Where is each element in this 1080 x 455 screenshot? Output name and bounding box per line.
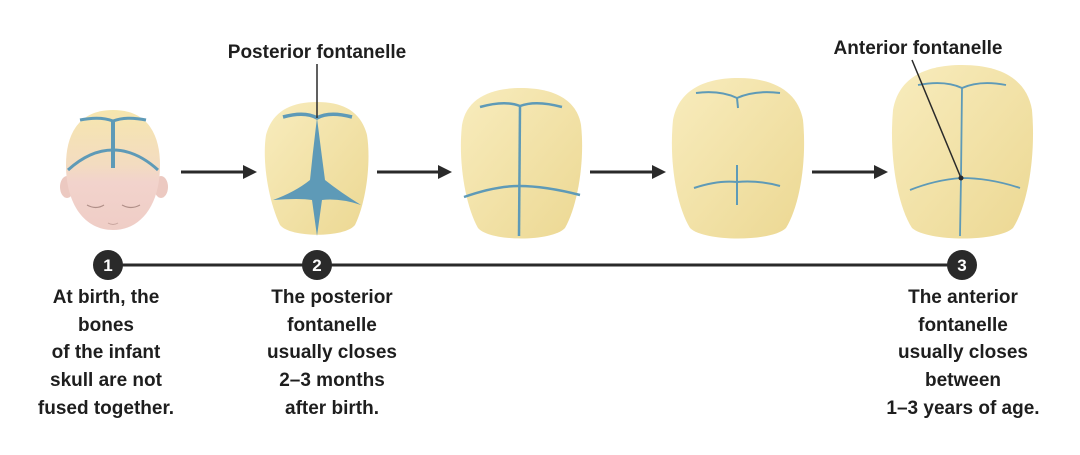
- step-2-caption: The posterior fontanelle usually closes …: [267, 287, 397, 419]
- skull-stage-4: [671, 78, 805, 239]
- svg-text:2–3 months: 2–3 months: [279, 370, 385, 391]
- arrow-right-icon: [812, 165, 888, 179]
- svg-text:skull are not: skull are not: [50, 370, 163, 391]
- svg-text:The posterior: The posterior: [271, 287, 393, 308]
- svg-text:The anterior: The anterior: [908, 287, 1018, 308]
- anterior-leader-line: [911, 59, 962, 179]
- skull-stage-3: [460, 88, 583, 239]
- svg-text:usually closes: usually closes: [898, 342, 1028, 363]
- arrow-right-icon: [181, 165, 257, 179]
- svg-text:fontanelle: fontanelle: [287, 315, 377, 336]
- svg-text:between: between: [925, 370, 1001, 391]
- infant-head-illustration: [60, 110, 168, 230]
- svg-text:after birth.: after birth.: [285, 398, 379, 419]
- anterior-fontanelle-label: Anterior fontanelle: [834, 38, 1003, 59]
- svg-text:fontanelle: fontanelle: [918, 315, 1008, 336]
- svg-text:bones: bones: [78, 315, 134, 336]
- svg-text:fused together.: fused together.: [38, 398, 174, 419]
- svg-text:3: 3: [957, 256, 966, 275]
- arrow-right-icon: [377, 165, 452, 179]
- skull-stage-5: [891, 65, 1034, 239]
- step-3-caption: The anterior fontanelle usually closes b…: [886, 287, 1039, 419]
- step-marker-2: 2: [302, 250, 332, 280]
- svg-text:usually closes: usually closes: [267, 342, 397, 363]
- progression-arrows: [181, 165, 888, 179]
- posterior-fontanelle-label: Posterior fontanelle: [228, 42, 406, 63]
- svg-text:of the infant: of the infant: [52, 342, 161, 363]
- svg-text:1–3 years of age.: 1–3 years of age.: [886, 398, 1039, 419]
- skull-stage-2: [264, 102, 369, 236]
- step-1-caption: At birth, the bones of the infant skull …: [38, 287, 174, 419]
- svg-text:At birth, the: At birth, the: [53, 287, 160, 308]
- arrow-right-icon: [590, 165, 666, 179]
- svg-text:1: 1: [103, 256, 112, 275]
- svg-text:2: 2: [312, 256, 321, 275]
- step-marker-3: 3: [947, 250, 977, 280]
- step-marker-1: 1: [93, 250, 123, 280]
